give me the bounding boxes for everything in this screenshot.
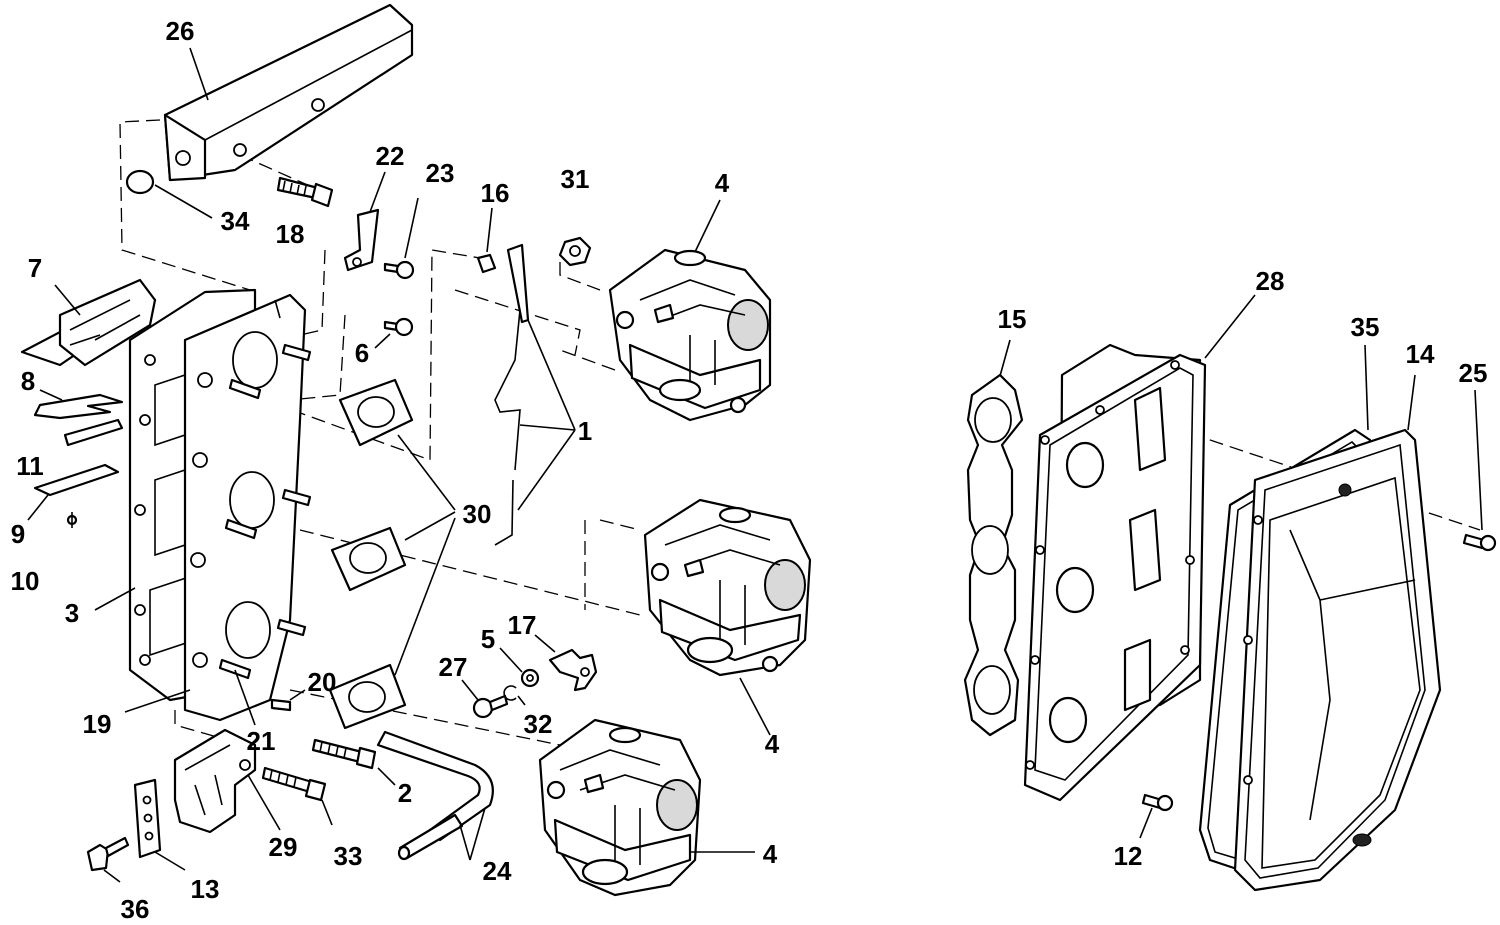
label-34: 34 bbox=[221, 206, 250, 236]
label-4-top: 4 bbox=[715, 168, 730, 198]
label-21: 21 bbox=[247, 726, 276, 756]
reed-stop-11 bbox=[63, 418, 124, 447]
label-16: 16 bbox=[481, 178, 510, 208]
carburetor-middle bbox=[643, 498, 812, 736]
screw-12 bbox=[1139, 793, 1174, 839]
pin-20 bbox=[270, 689, 306, 712]
part-labels: 26 34 18 22 23 16 31 4 7 6 8 1 11 30 9 1… bbox=[11, 16, 1488, 924]
bracket-22 bbox=[343, 171, 386, 272]
bolt-33 bbox=[261, 766, 333, 826]
nut-31 bbox=[558, 236, 592, 267]
link-plate-17 bbox=[534, 634, 598, 692]
label-28: 28 bbox=[1256, 266, 1285, 296]
carburetor-bottom bbox=[538, 718, 755, 897]
reed-petals-8 bbox=[33, 389, 124, 420]
reed-block-7 bbox=[20, 278, 157, 367]
label-31: 31 bbox=[561, 164, 590, 194]
linkage-rods-1 bbox=[494, 243, 576, 546]
label-24: 24 bbox=[483, 856, 512, 886]
label-10: 10 bbox=[11, 566, 40, 596]
bolt-18 bbox=[276, 176, 334, 208]
label-18: 18 bbox=[276, 219, 305, 249]
label-30: 30 bbox=[463, 499, 492, 529]
clip-32 bbox=[503, 685, 526, 706]
hose-24 bbox=[376, 730, 494, 861]
silencer-cover-14 bbox=[1233, 374, 1442, 892]
screw-27 bbox=[461, 679, 509, 719]
label-22: 22 bbox=[376, 141, 405, 171]
screw-6 bbox=[374, 317, 414, 349]
label-7: 7 bbox=[28, 253, 42, 283]
label-23: 23 bbox=[426, 158, 455, 188]
plate-13 bbox=[133, 778, 186, 871]
label-6: 6 bbox=[355, 338, 369, 368]
label-11: 11 bbox=[16, 451, 44, 481]
label-4-middle: 4 bbox=[765, 729, 780, 759]
label-1: 1 bbox=[578, 416, 592, 446]
clip-16 bbox=[476, 207, 497, 274]
intake-manifold-19 bbox=[124, 293, 312, 722]
bracket-29 bbox=[173, 728, 281, 834]
carburetor-top bbox=[608, 248, 772, 422]
washer-5 bbox=[499, 647, 540, 688]
label-20: 20 bbox=[308, 667, 337, 697]
screw-25 bbox=[1462, 389, 1497, 552]
label-3: 3 bbox=[65, 598, 79, 628]
label-5: 5 bbox=[481, 624, 495, 654]
label-19: 19 bbox=[83, 709, 112, 739]
label-32: 32 bbox=[524, 709, 553, 739]
reed-plate-9 bbox=[27, 463, 120, 521]
label-17: 17 bbox=[508, 610, 537, 640]
label-26: 26 bbox=[166, 16, 195, 46]
label-2: 2 bbox=[398, 778, 412, 808]
label-27: 27 bbox=[439, 652, 468, 682]
label-25: 25 bbox=[1459, 358, 1488, 388]
screw-10 bbox=[66, 512, 78, 528]
label-35: 35 bbox=[1351, 312, 1380, 342]
label-4-bottom: 4 bbox=[763, 839, 778, 869]
label-13: 13 bbox=[191, 874, 220, 904]
label-8: 8 bbox=[21, 366, 35, 396]
plug-34 bbox=[125, 169, 213, 219]
label-14: 14 bbox=[1406, 339, 1435, 369]
screw-23 bbox=[383, 197, 419, 280]
label-36: 36 bbox=[121, 894, 150, 924]
carb-gaskets-30 bbox=[328, 378, 456, 730]
leader-21 bbox=[234, 669, 256, 726]
screw-36 bbox=[86, 836, 130, 883]
bolt-2 bbox=[311, 738, 396, 786]
plenum-28 bbox=[1023, 294, 1256, 802]
gasket-15 bbox=[963, 339, 1024, 737]
label-33: 33 bbox=[334, 841, 363, 871]
label-29: 29 bbox=[269, 832, 298, 862]
label-12: 12 bbox=[1114, 841, 1143, 871]
label-9: 9 bbox=[11, 519, 25, 549]
leader-4-top bbox=[694, 199, 721, 253]
label-15: 15 bbox=[998, 304, 1027, 334]
manifold-cover-26 bbox=[163, 3, 414, 182]
